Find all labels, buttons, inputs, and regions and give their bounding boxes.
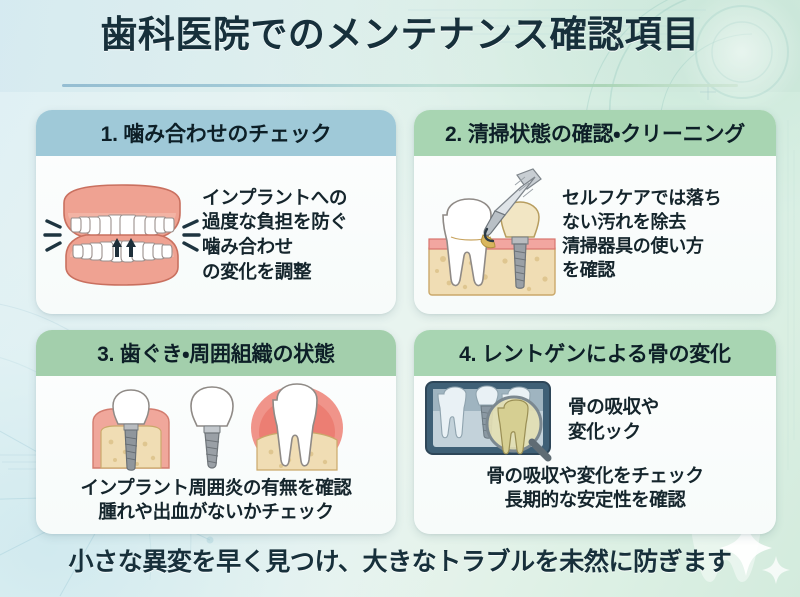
impact-lines-icon [43, 219, 201, 252]
card-4[interactable]: 4. レントゲンによる骨の変化 [414, 330, 776, 534]
card-3-line-1: インプラント周囲炎の有無を確認 [80, 477, 352, 498]
card-4-side-line-1: 骨の吸収や [568, 396, 660, 418]
card-2-line-3: 清掃器具の使い方 [562, 236, 704, 256]
card-1-body: インプラントへの 過度な負担を防ぐ 噛み合わせ の変化を調整 [36, 156, 396, 314]
card-4-side-text: 骨の吸収や 変化ック [568, 395, 659, 445]
magnifier-icon [485, 395, 552, 462]
card-2-text: セルフケアでは落ち ない汚れを除去 清掃器具の使い方 を確認 [562, 187, 768, 283]
inflamed-gum-icon [251, 383, 343, 471]
card-4-below-line-2: 長期的な安定性を確認 [504, 489, 686, 511]
card-1-header: 1. 噛み合わせのチェック [36, 110, 396, 156]
card-2-line-1: セルフケアでは落ち [562, 188, 722, 209]
scaler-tool-icon [483, 168, 542, 243]
implant-unit [500, 201, 540, 289]
card-2-header: 2. 清掃状態の確認・クリーニング [414, 110, 776, 156]
card-2-heading: 2. 清掃状態の確認・クリーニング [444, 123, 746, 146]
card-2[interactable]: 2. 清掃状態の確認・クリーニング [414, 110, 776, 314]
card-3[interactable]: 3. 歯ぐき・周囲組織の状態 [36, 330, 396, 534]
card-1-text: インプラントへの 過度な負担を防ぐ 噛み合わせ の変化を調整 [202, 186, 388, 284]
vertical-streaks [787, 120, 795, 470]
card-4-below-text: 骨の吸収や変化をチェック 長期的な安定性を確認 [414, 464, 776, 512]
card-1[interactable]: 1. 噛み合わせのチェック [36, 110, 396, 314]
gum-tissue-implants-icon [87, 380, 345, 472]
card-4-side-line-2: 変化ック [568, 421, 641, 442]
footer-message: 小さな異変を早く見つけ、大きなトラブルを未然に防ぎます [0, 542, 800, 578]
dentures-bite-icon [42, 175, 202, 295]
lower-denture [65, 234, 179, 286]
xray-magnifier-icon [422, 378, 562, 462]
footer-message-text: 小さな異変を早く見つけ、大きなトラブルを未然に防ぎます [68, 548, 732, 576]
card-4-below-line-1: 骨の吸収や変化をチェック [486, 465, 704, 486]
card-3-text: インプラント周囲炎の有無を確認 腫れや出血がないかチェック [81, 476, 352, 524]
card-3-body: インプラント周囲炎の有無を確認 腫れや出血がないかチェック [36, 376, 396, 534]
card-3-heading: 3. 歯ぐき・周囲組織の状態 [97, 343, 335, 366]
title-divider [62, 84, 738, 87]
card-1-heading: 1. 噛み合わせのチェック [100, 123, 332, 146]
upper-denture [63, 184, 181, 239]
page-title-text: 歯科医院でのメンテナンス確認項目 [100, 14, 700, 55]
tooth-implant-scaler-icon [420, 167, 562, 303]
card-2-body: セルフケアでは落ち ない汚れを除去 清掃器具の使い方 を確認 [414, 156, 776, 314]
card-1-line-3: 噛み合わせ [202, 236, 294, 257]
card-4-heading: 4. レントゲンによる骨の変化 [459, 343, 731, 366]
implant-in-gum-icon [92, 389, 170, 471]
card-3-header: 3. 歯ぐき・周囲組織の状態 [36, 330, 396, 376]
card-2-line-2: ない汚れを除去 [562, 212, 686, 233]
standalone-implant-icon [190, 386, 234, 469]
card-2-line-4: を確認 [562, 259, 616, 280]
card-1-line-1: インプラントへの [202, 186, 348, 208]
card-3-line-2: 腫れや出血がないかチェック [98, 501, 334, 523]
page-title: 歯科医院でのメンテナンス確認項目 [0, 14, 800, 57]
card-4-header: 4. レントゲンによる骨の変化 [414, 330, 776, 376]
card-1-line-2: 過度な負担を防ぐ [202, 211, 348, 233]
card-1-line-4: の変化を調整 [202, 260, 312, 282]
card-4-body: 骨の吸収や 変化ック 骨の吸収や変化をチェック 長期的な安定性を確認 [414, 376, 776, 534]
bite-arrows-icon [112, 238, 136, 257]
